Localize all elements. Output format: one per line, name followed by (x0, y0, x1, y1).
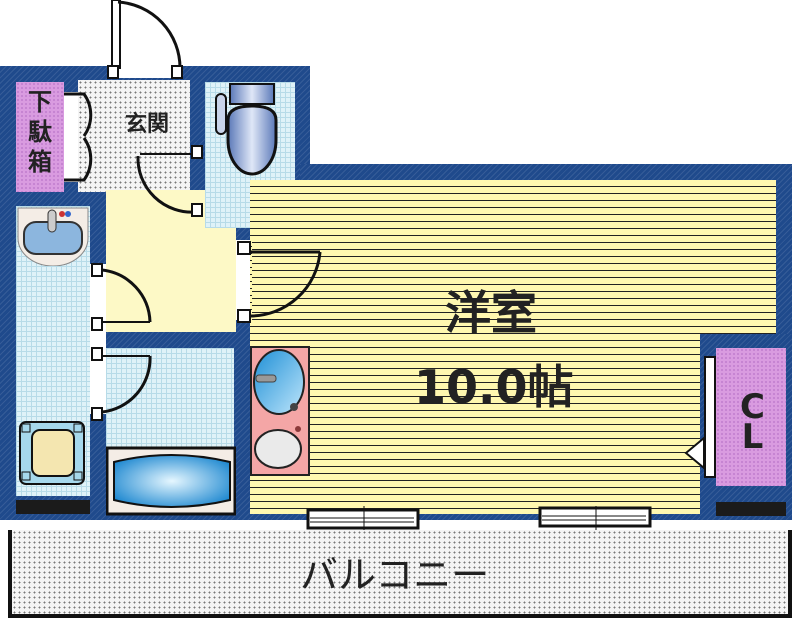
entrance-door-swing[interactable] (100, 0, 200, 82)
washbasin-icon (17, 207, 89, 266)
western-room-label: 洋室 (445, 286, 537, 340)
kitchen-counter[interactable] (250, 346, 310, 476)
shoe-box-door-gap (64, 92, 80, 182)
closet[interactable] (716, 348, 786, 486)
closet-label: C L (740, 390, 765, 454)
window-left[interactable] (306, 506, 422, 546)
entrance-floor (78, 80, 190, 192)
closet-label-l: L (741, 417, 764, 457)
washroom-door-gap (90, 264, 106, 414)
window-right[interactable] (538, 506, 654, 546)
washroom-vent (16, 500, 90, 514)
closet-door[interactable] (704, 356, 716, 478)
entrance-label: 玄関 (125, 112, 170, 137)
balcony[interactable] (8, 530, 792, 618)
western-room-size: 10.0帖 (414, 360, 574, 414)
closet-label-c: C (740, 387, 765, 427)
western-room[interactable] (250, 180, 776, 514)
closet-vent (716, 502, 786, 516)
bathroom-door[interactable] (88, 346, 168, 422)
balcony-label: バルコニー (300, 553, 490, 597)
shoe-box-char-1: 下 (28, 88, 52, 116)
entrance-door-opening (112, 64, 180, 78)
washroom-door[interactable] (88, 262, 168, 332)
shoe-box-char-2: 駄 (28, 118, 52, 146)
western-room-door[interactable] (234, 240, 326, 328)
closet-door-handle-icon (684, 436, 705, 470)
shoe-box-doors[interactable] (60, 88, 130, 188)
toilet-door[interactable] (130, 140, 210, 220)
washing-machine-icon (19, 421, 85, 485)
shoe-box-label: 下 駄 箱 (22, 90, 58, 174)
shoe-box-char-3: 箱 (28, 148, 52, 176)
bathtub-icon (106, 446, 236, 516)
shoe-box[interactable] (16, 82, 64, 192)
toilet-icon (215, 83, 278, 176)
